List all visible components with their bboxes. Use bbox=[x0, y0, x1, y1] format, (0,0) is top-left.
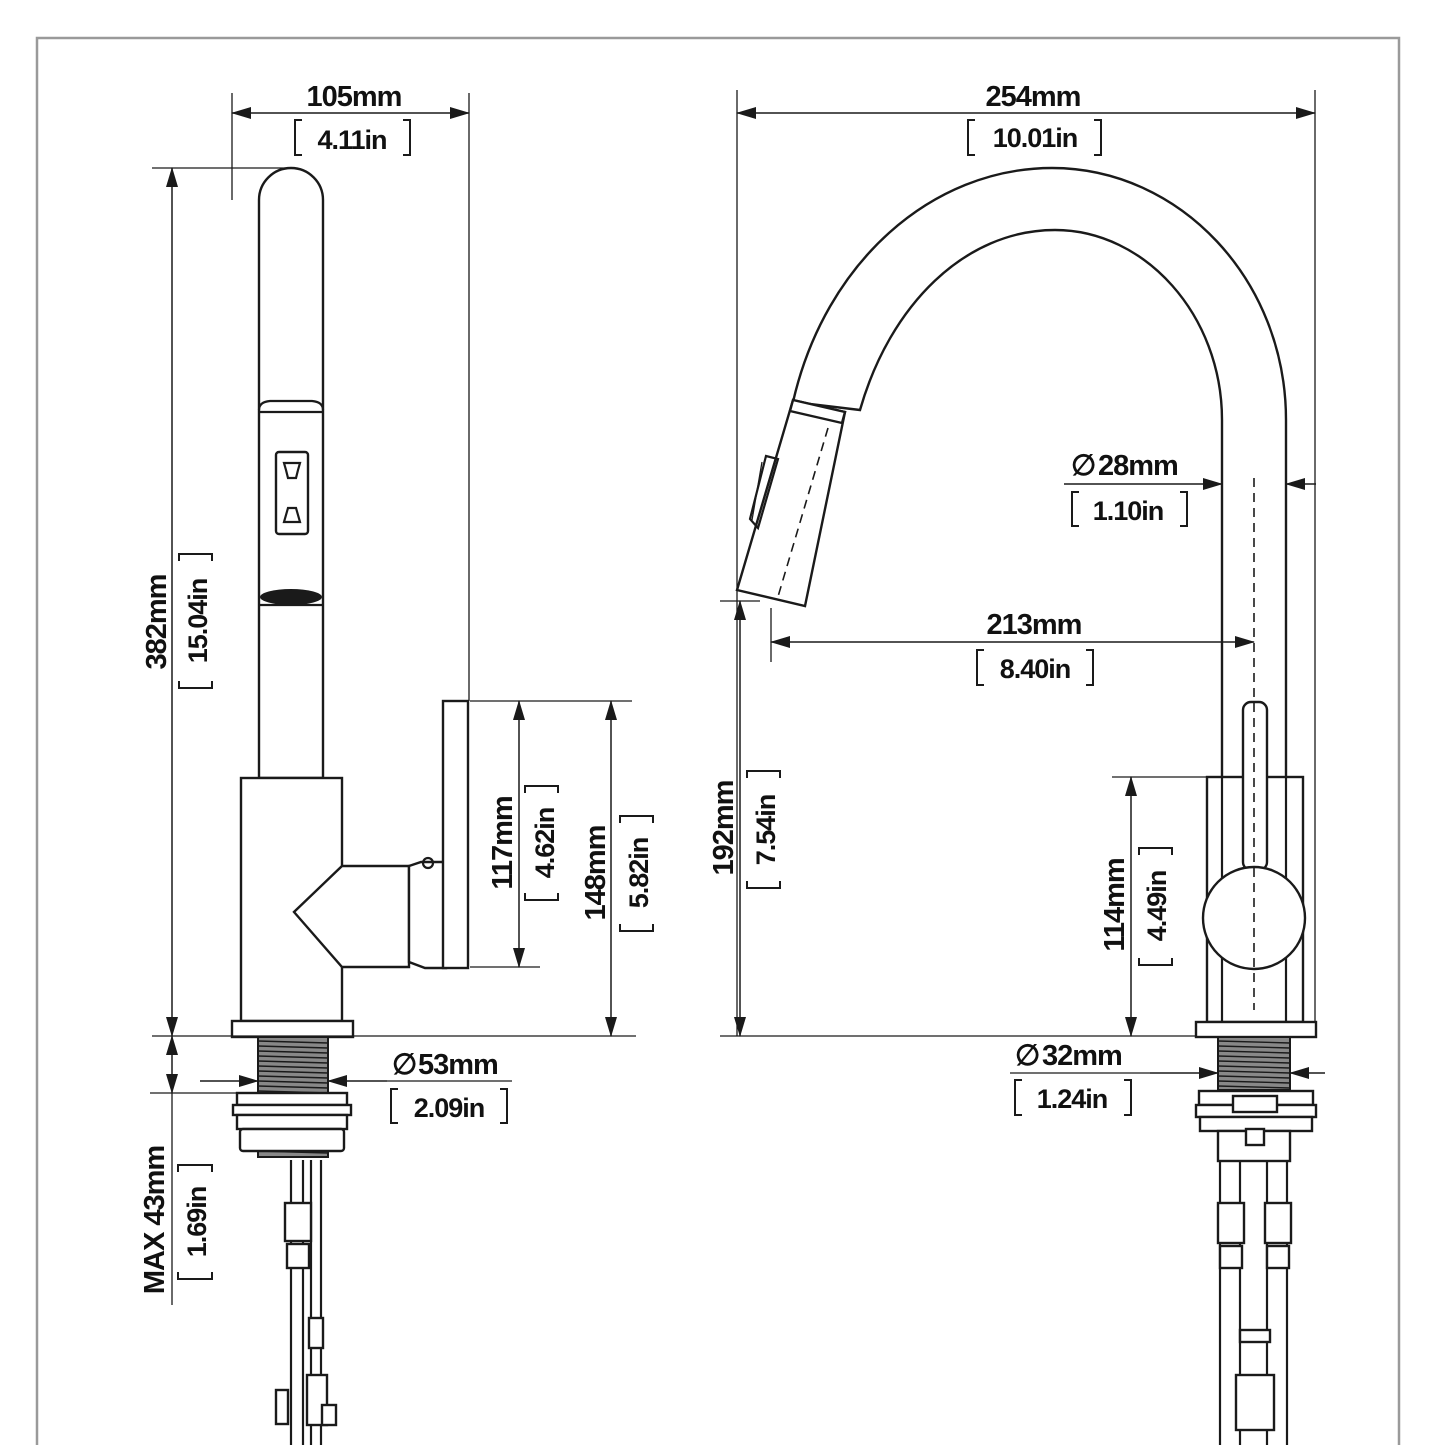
thread-line bbox=[257, 1080, 329, 1084]
handle-lever bbox=[292, 864, 411, 969]
spout-height-in: 7.54in bbox=[751, 795, 781, 866]
body-height-mm: 114mm bbox=[1099, 858, 1131, 951]
base-plate-front bbox=[1194, 1020, 1318, 1039]
thread-line bbox=[257, 1045, 329, 1049]
shank-diameter-in: 1.24in bbox=[1037, 1084, 1108, 1114]
spray-nozzle bbox=[260, 589, 322, 605]
thread-line bbox=[257, 1055, 329, 1059]
base-diameter-mm: 53mm bbox=[418, 1049, 498, 1081]
body-height-in: 4.49in bbox=[1142, 871, 1172, 942]
thread-line bbox=[1217, 1065, 1291, 1069]
base-diameter-symbol: ∅ bbox=[392, 1049, 416, 1081]
side-view: 105mm 4.11in 382mm 15.04in 117mm 4.62in … bbox=[139, 81, 654, 1445]
thread-line bbox=[1217, 1085, 1291, 1089]
thread-line bbox=[1217, 1070, 1291, 1074]
thread-line bbox=[257, 1070, 329, 1074]
base-diameter-in: 2.09in bbox=[414, 1093, 485, 1123]
thread-line bbox=[1217, 1075, 1291, 1079]
side-width-mm: 105mm bbox=[307, 81, 402, 113]
total-height-mm: 382mm bbox=[141, 575, 173, 670]
thread-line bbox=[257, 1075, 329, 1079]
thread-line bbox=[1217, 1040, 1291, 1044]
spout-height-mm: 192mm bbox=[708, 781, 740, 876]
spout-diameter-mm: 28mm bbox=[1098, 450, 1178, 482]
spout-diameter-in: 1.10in bbox=[1093, 496, 1164, 526]
handle-top-height-mm: 148mm bbox=[580, 826, 612, 921]
handle-height-in: 4.62in bbox=[530, 808, 560, 879]
lever-stem bbox=[1241, 700, 1269, 872]
spray-toggle-button bbox=[274, 450, 310, 536]
deck-thickness-mm: MAX 43mm bbox=[139, 1146, 171, 1294]
supply-hoses-right bbox=[1216, 1161, 1293, 1445]
reach-in: 8.40in bbox=[1000, 654, 1071, 684]
base-plate bbox=[230, 1019, 355, 1039]
deck-thickness-in: 1.69in bbox=[182, 1187, 212, 1258]
thread-line bbox=[257, 1060, 329, 1064]
spray-collar bbox=[257, 399, 325, 411]
front-view: 254mm 10.01in ∅ 28mm 1.10in 213mm 8.40in… bbox=[708, 81, 1325, 1445]
total-height-in: 15.04in bbox=[183, 579, 213, 664]
gooseneck-spout bbox=[791, 166, 1288, 780]
supply-hoses-left bbox=[274, 1160, 338, 1445]
thread-line bbox=[1217, 1080, 1291, 1084]
thread-line bbox=[257, 1040, 329, 1044]
front-width-in: 10.01in bbox=[993, 123, 1078, 153]
thread-line bbox=[1217, 1050, 1291, 1054]
thread-line bbox=[1217, 1045, 1291, 1049]
handle-height-mm: 117mm bbox=[487, 796, 519, 889]
side-width-in: 4.11in bbox=[317, 125, 386, 155]
thread-line bbox=[1217, 1060, 1291, 1064]
thread-line bbox=[257, 1065, 329, 1069]
thread-line bbox=[257, 1050, 329, 1054]
shank-diameter-mm: 32mm bbox=[1042, 1040, 1122, 1072]
handle-post bbox=[441, 699, 470, 970]
spout-diameter-symbol: ∅ bbox=[1071, 450, 1095, 482]
thread-line bbox=[257, 1085, 329, 1089]
front-width-mm: 254mm bbox=[986, 81, 1081, 113]
thread-line bbox=[1217, 1055, 1291, 1059]
shank-diameter-symbol: ∅ bbox=[1015, 1040, 1039, 1072]
drawing-frame bbox=[35, 36, 1401, 1445]
reach-mm: 213mm bbox=[987, 609, 1082, 641]
handle-top-height-in: 5.82in bbox=[624, 838, 654, 909]
